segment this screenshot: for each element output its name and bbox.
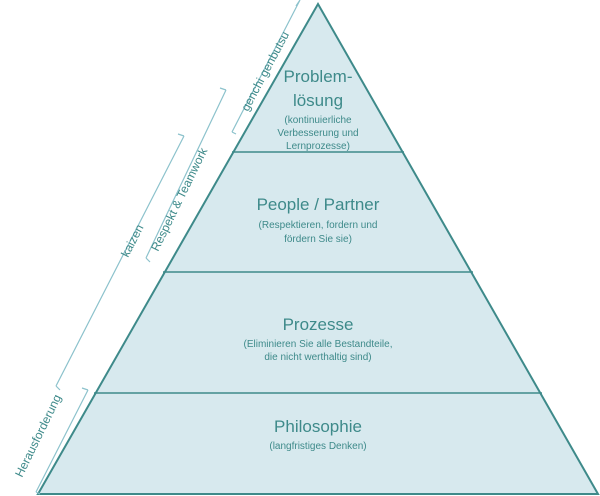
bracket-genchi (231, 0, 301, 135)
level-4-sub-line-1: (langfristiges Denken) (269, 441, 366, 452)
level-3-title: Prozesse (283, 315, 354, 334)
bracket-kaizen (55, 133, 185, 391)
level-1-title-line-2: lösung (293, 91, 343, 110)
level-1-sub-line-1: (kontinuierliche (284, 115, 352, 126)
bracket-herausforderung (35, 387, 89, 495)
level-3-sub-line-1: (Eliminieren Sie alle Bestandteile, (244, 339, 393, 350)
side-brackets (35, 0, 301, 495)
bracket-respekt (145, 87, 227, 263)
level-1-sub-line-3: Lernprozesse) (286, 141, 350, 152)
level-1-title-line-1: Problem- (284, 67, 353, 86)
level-philosophie: Philosophie (langfristiges Denken) (269, 417, 366, 452)
level-2-sub-line-1: (Respektieren, fordern und (259, 220, 378, 231)
pyramid-shape (36, 1, 600, 495)
level-1-sub-line-2: Verbesserung und (277, 128, 358, 139)
label-kaizen: kaizen (118, 222, 146, 259)
level-problemloesung: Problem- lösung (kontinuierliche Verbess… (277, 67, 358, 152)
level-4-title: Philosophie (274, 417, 362, 436)
level-3-sub-line-2: die nicht werthaltig sind) (264, 352, 371, 363)
level-prozesse: Prozesse (Eliminieren Sie alle Bestandte… (244, 315, 393, 363)
level-2-sub-line-2: fördern Sie sie) (284, 234, 352, 245)
level-2-title: People / Partner (257, 195, 380, 214)
level-people-partner: People / Partner (Respektieren, fordern … (257, 195, 380, 245)
